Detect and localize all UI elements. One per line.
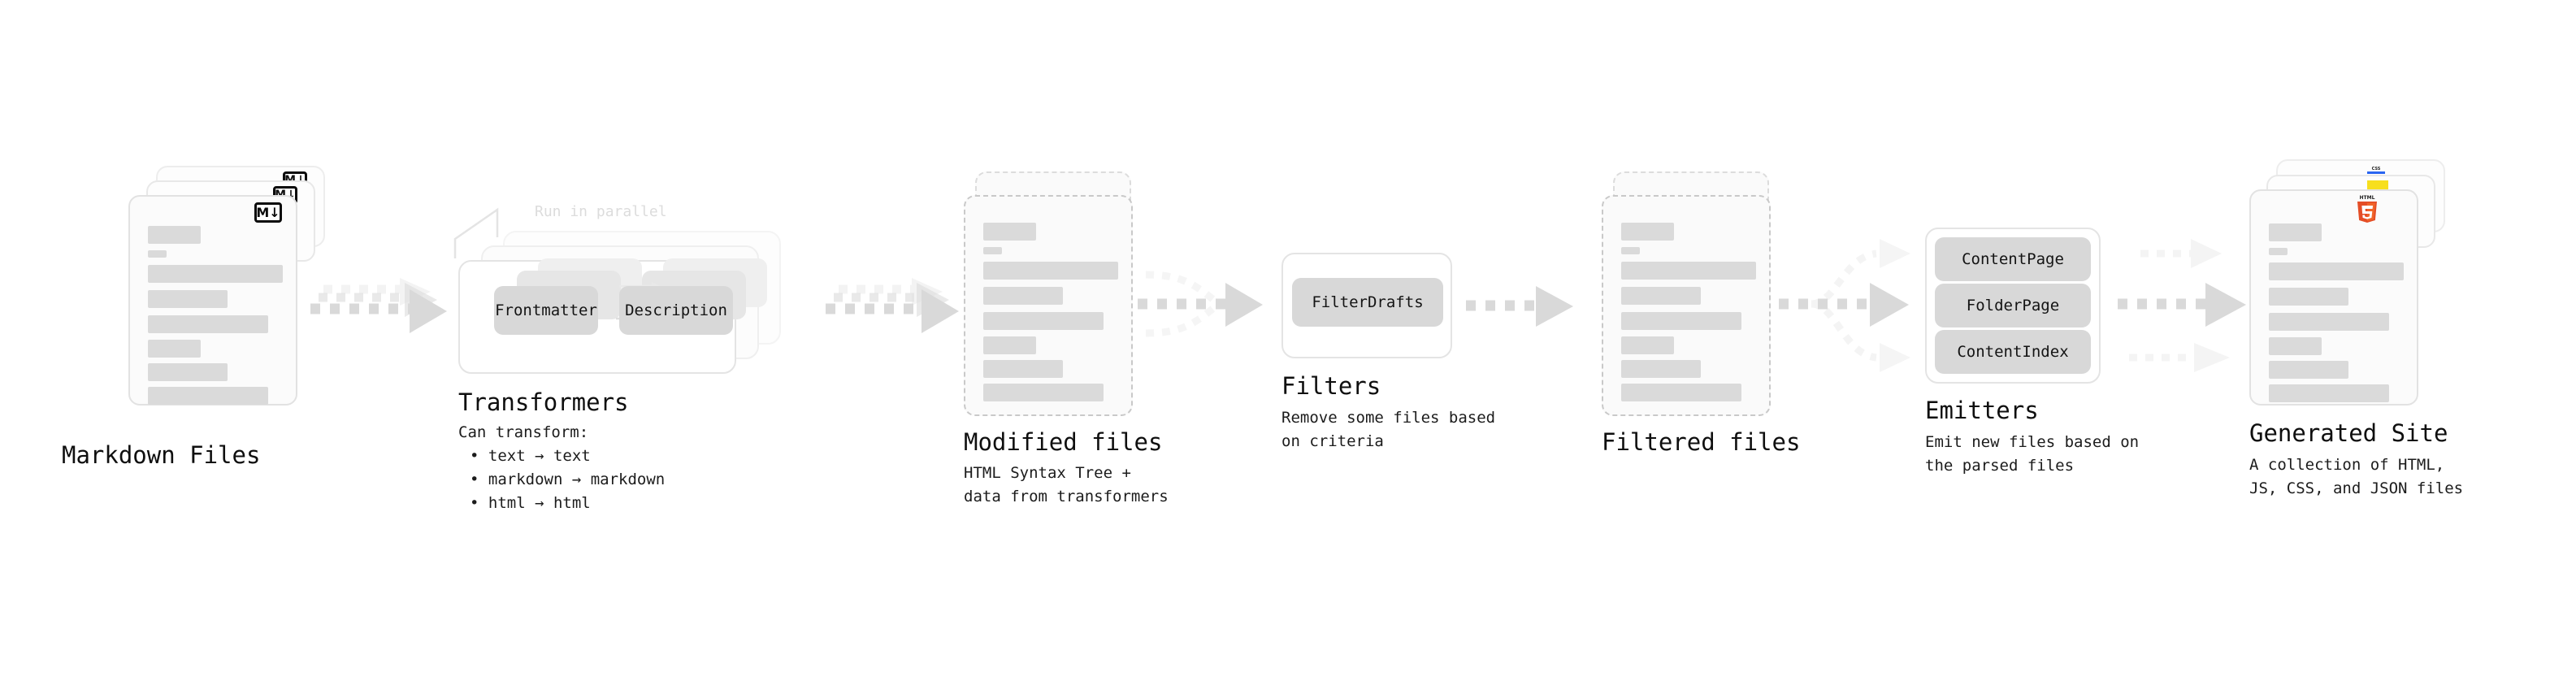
transformer-chip-frontmatter[interactable]: Frontmatter	[494, 286, 598, 335]
connector-emitters-to-site	[2118, 239, 2246, 372]
doc-line	[983, 287, 1063, 305]
doc-line	[1621, 262, 1756, 280]
doc-line	[148, 363, 228, 381]
doc-line	[983, 360, 1063, 378]
stage-title-filters: Filters	[1281, 372, 1381, 400]
doc-line	[1621, 384, 1741, 401]
stage-title-markdown-files: Markdown Files	[62, 441, 261, 469]
markdown-doc-front	[128, 195, 297, 406]
doc-line	[983, 223, 1036, 241]
doc-line	[1621, 360, 1701, 378]
filtered-doc-front	[1602, 195, 1771, 416]
stage-title-emitters: Emitters	[1925, 397, 2039, 424]
site-doc-front	[2249, 189, 2418, 406]
connector-transformers-to-modified	[826, 278, 959, 333]
markdown-badge: M↓	[254, 202, 282, 223]
connector-modified-to-filters	[1138, 271, 1263, 337]
doc-line	[148, 340, 201, 358]
doc-line	[1621, 223, 1674, 241]
doc-line	[148, 250, 167, 258]
doc-line	[983, 247, 1002, 254]
stage-title-generated-site: Generated Site	[2249, 419, 2448, 447]
connector-filters-to-filtered	[1466, 286, 1573, 327]
connector-md-to-transformers	[310, 278, 447, 333]
transformer-chip-description[interactable]: Description	[619, 286, 733, 335]
doc-line	[1621, 287, 1701, 305]
run-in-parallel-bracket	[453, 207, 499, 258]
doc-line	[983, 336, 1036, 354]
filter-chip-filterdrafts[interactable]: FilterDrafts	[1292, 278, 1443, 327]
stage-subtitle-generated-site: A collection of HTML, JS, CSS, and JSON …	[2249, 456, 2464, 497]
doc-line	[2269, 262, 2404, 280]
css-badge-icon: CSS	[2367, 167, 2385, 174]
connector-filtered-to-emitters	[1779, 239, 1910, 372]
stage-title-transformers: Transformers	[458, 388, 629, 416]
transformers-bullet-item: • markdown → markdown	[470, 471, 666, 488]
stage-title-modified-files: Modified files	[964, 428, 1163, 456]
doc-line	[983, 312, 1104, 330]
doc-line	[1621, 336, 1674, 354]
doc-line	[1621, 312, 1741, 330]
emitter-chip-contentpage[interactable]: ContentPage	[1935, 237, 2091, 281]
run-in-parallel-label: Run in parallel	[535, 203, 667, 220]
doc-line	[2269, 361, 2348, 379]
doc-line	[983, 384, 1104, 401]
doc-line	[148, 265, 283, 283]
doc-line	[2269, 313, 2389, 331]
doc-line	[2269, 384, 2389, 402]
transformers-bullet-item: • html → html	[470, 494, 591, 512]
stage-subtitle-filters: Remove some files based on criteria	[1281, 409, 1496, 450]
emitter-chip-folderpage[interactable]: FolderPage	[1935, 284, 2091, 327]
svg-text:CSS: CSS	[2372, 167, 2381, 171]
stage-subtitle-emitters: Emit new files based on the parsed files	[1925, 433, 2140, 475]
doc-line	[148, 315, 268, 333]
doc-line	[148, 387, 268, 405]
doc-line	[148, 290, 228, 308]
stage-title-filtered-files: Filtered files	[1602, 428, 1801, 456]
doc-line	[1621, 247, 1640, 254]
modified-doc-front	[964, 195, 1133, 416]
html5-badge-icon: HTML	[2357, 195, 2377, 223]
svg-text:HTML: HTML	[2360, 195, 2375, 201]
emitter-chip-contentindex[interactable]: ContentIndex	[1935, 330, 2091, 374]
doc-line	[2269, 248, 2288, 255]
doc-line	[148, 226, 201, 244]
doc-line	[983, 262, 1118, 280]
doc-line	[2269, 223, 2322, 241]
transformers-bullet-list: • text → text • markdown → markdown • ht…	[470, 445, 665, 515]
stage-subtitle-transformers: Can transform:	[458, 423, 589, 441]
doc-line	[2269, 288, 2348, 306]
doc-line	[2269, 337, 2322, 355]
stage-subtitle-modified-files: HTML Syntax Tree + data from transformer…	[964, 464, 1169, 505]
transformers-bullet-item: • text → text	[470, 447, 591, 465]
